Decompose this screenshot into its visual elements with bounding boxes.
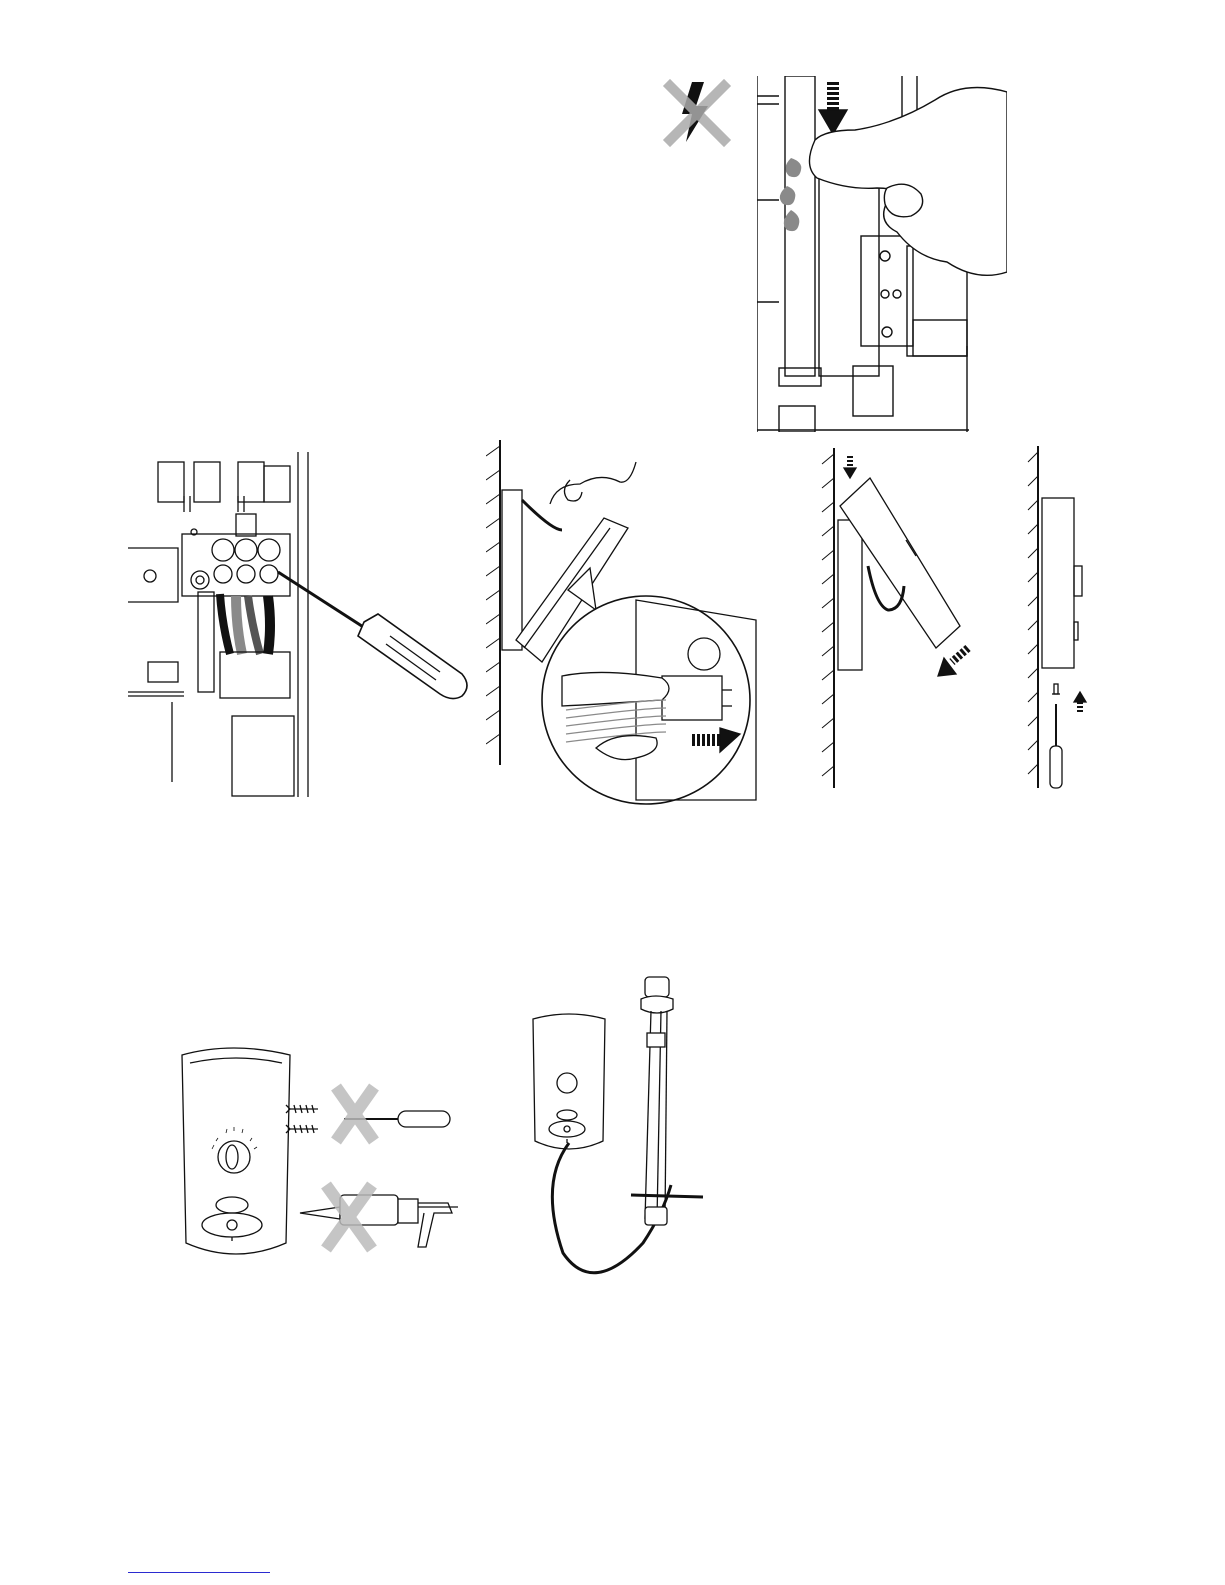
arrow-down-icon [844, 456, 856, 478]
terminal-block-figure [128, 452, 468, 797]
no-power-warning-figure [662, 78, 732, 148]
lower-cover-figure [820, 448, 975, 793]
hand-icon [550, 462, 636, 504]
shower-unit-icon [533, 1014, 605, 1149]
prohibition-cross-icon [336, 1087, 374, 1141]
screwdriver-icon [1050, 704, 1062, 788]
footer-link-underline [128, 1572, 270, 1573]
connect-ribbon-figure [486, 440, 786, 805]
water-drop-icon [780, 158, 801, 231]
installed-shower-figure [525, 975, 710, 1295]
pipe-press-fit-figure [757, 76, 1007, 432]
shower-rail-icon [631, 977, 703, 1225]
screw-icon [286, 1105, 318, 1133]
sealant-gun-icon [300, 1195, 458, 1247]
screw-icon [1052, 684, 1060, 694]
arrow-down-left-icon [938, 648, 968, 676]
screwdriver-icon [278, 572, 467, 699]
arrow-up-icon [1074, 692, 1086, 714]
no-screws-no-sealant-figure [176, 1045, 466, 1270]
arrow-down-icon [819, 82, 847, 134]
fix-screw-figure [1020, 446, 1100, 791]
shower-unit-icon [182, 1048, 290, 1254]
